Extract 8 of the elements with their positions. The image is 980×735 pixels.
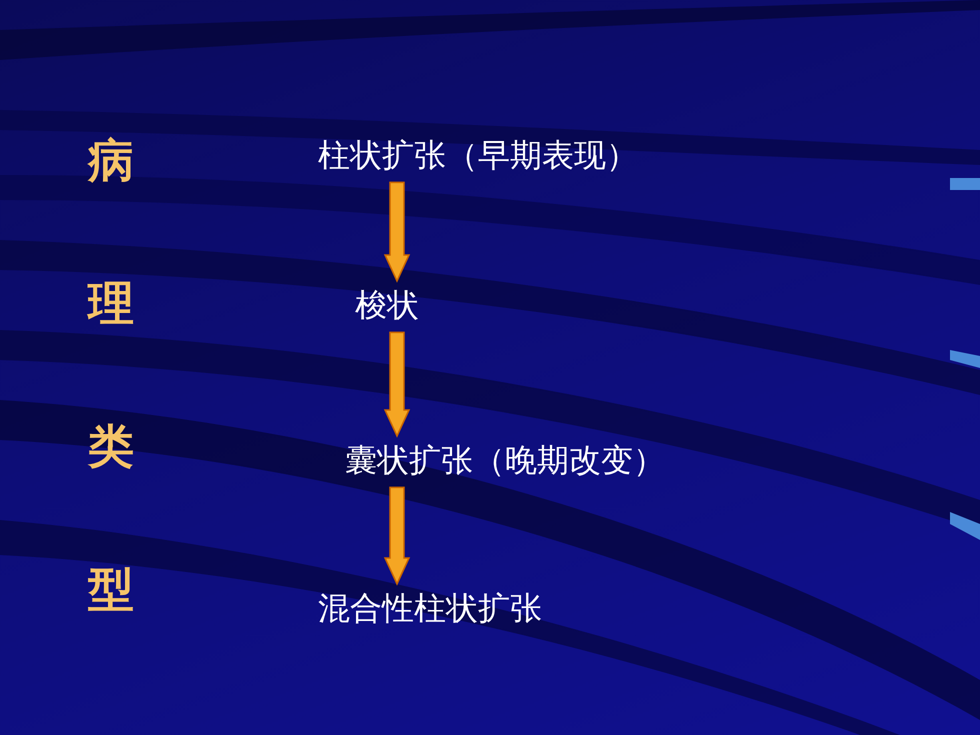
block-arrow	[384, 182, 410, 283]
stage-label: 混合性柱状扩张	[318, 589, 542, 628]
block-arrow	[384, 332, 410, 438]
block-arrow	[384, 486, 410, 586]
vertical-title: 病理类型	[88, 132, 134, 618]
stage-label: 囊状扩张（晚期改变）	[345, 441, 665, 480]
stage-label: 梭状	[355, 286, 419, 324]
stage-label: 柱状扩张（早期表现）	[318, 136, 638, 174]
